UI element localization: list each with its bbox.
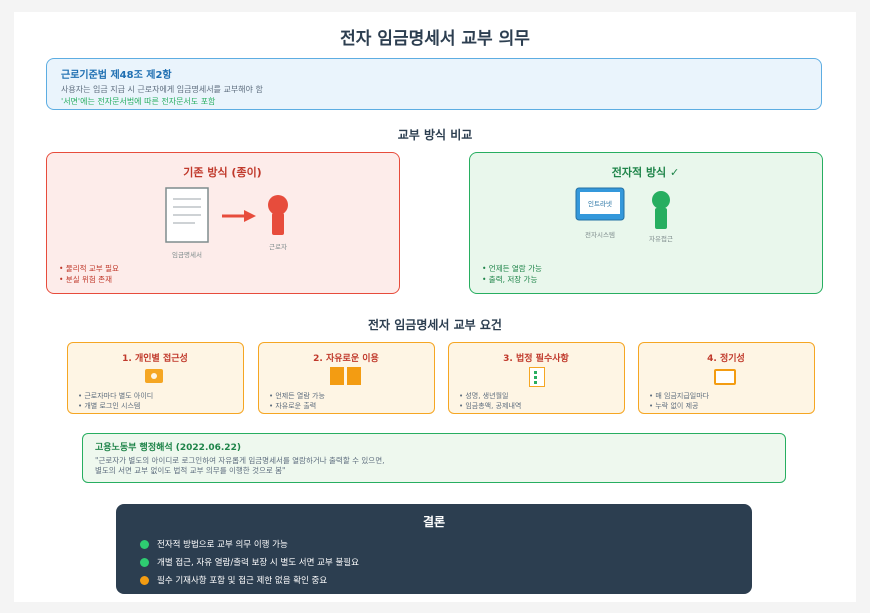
free-access-person-icon bbox=[650, 191, 672, 229]
monitor-icon bbox=[575, 187, 625, 221]
requirement-1-bullet-1: • 근로자마다 별도 아이디 bbox=[78, 392, 154, 400]
requirement-3-bullet-2: • 임금총액, 공제내역 bbox=[459, 402, 522, 410]
requirement-4-bullet-1: • 매 임금지급일마다 bbox=[649, 392, 710, 400]
requirement-card-4: 4. 정기성 • 매 임금지급일마다 • 누락 없이 제공 bbox=[638, 342, 815, 414]
requirement-card-2: 2. 자유로운 이용 • 언제든 열람 가능 • 자유로운 출력 bbox=[258, 342, 435, 414]
free-access-label: 자유접근 bbox=[649, 235, 673, 243]
arrow-right-icon bbox=[222, 208, 256, 222]
paper-document-icon bbox=[165, 187, 209, 243]
doc-label: 임금명세서 bbox=[172, 251, 202, 259]
old-method-title: 기존 방식 (종이) bbox=[183, 166, 262, 179]
conclusion-item-1: 전자적 방법으로 교부 의무 이행 가능 bbox=[140, 538, 288, 550]
conclusion-box: 결론 전자적 방법으로 교부 의무 이행 가능 개별 접근, 자유 열람/출력 … bbox=[116, 504, 752, 594]
requirement-bullets-1: • 근로자마다 별도 아이디 • 개별 로그인 시스템 bbox=[78, 391, 153, 411]
law-line-2: '서면'에는 전자문서법에 따른 전자문서도 포함 bbox=[61, 97, 216, 106]
old-bullet-1: • 물리적 교부 필요 bbox=[59, 264, 119, 273]
requirement-title-4: 4. 정기성 bbox=[707, 354, 745, 364]
requirement-bullets-3: • 성명, 생년월일 • 임금총액, 공제내역 bbox=[459, 391, 521, 411]
requirements-section-title: 전자 임금명세서 교부 요건 bbox=[368, 318, 502, 332]
requirement-2-bullet-2: • 자유로운 출력 bbox=[269, 402, 317, 410]
system-label: 전자시스템 bbox=[585, 231, 615, 239]
requirement-title-3: 3. 법정 필수사항 bbox=[503, 354, 569, 364]
interpretation-line-2: 별도의 서면 교부 없이도 법적 교부 의무를 이행한 것으로 봄" bbox=[95, 466, 286, 475]
conclusion-title: 결론 bbox=[422, 515, 446, 529]
calendar-icon bbox=[714, 369, 736, 385]
requirement-1-bullet-2: • 개별 로그인 시스템 bbox=[78, 402, 141, 410]
check-icon bbox=[140, 557, 149, 567]
page-title: 전자 임금명세서 교부 의무 bbox=[340, 29, 530, 49]
new-method-bullets: • 언제든 열람 가능 • 출력, 저장 가능 bbox=[482, 263, 542, 285]
new-method-title: 전자적 방식 ✓ bbox=[611, 166, 680, 179]
conclusion-item-2: 개별 접근, 자유 열람/출력 보장 시 별도 서면 교부 불필요 bbox=[140, 556, 359, 568]
conclusion-item-2-text: 개별 접근, 자유 열람/출력 보장 시 별도 서면 교부 불필요 bbox=[157, 558, 359, 568]
requirement-card-3: 3. 법정 필수사항 • 성명, 생년월일 • 임금총액, 공제내역 bbox=[448, 342, 625, 414]
open-book-icon bbox=[330, 367, 362, 385]
old-method-bullets: • 물리적 교부 필요 • 분실 위험 존재 bbox=[59, 263, 119, 285]
screen-text: 인트라넷 bbox=[588, 200, 612, 208]
warning-icon bbox=[140, 575, 149, 585]
law-line-1: 사용자는 임금 지급 시 근로자에게 임금명세서를 교부해야 함 bbox=[61, 85, 263, 94]
new-bullet-1: • 언제든 열람 가능 bbox=[482, 264, 542, 273]
interpretation-title: 고용노동부 행정해석 (2022.06.22) bbox=[95, 443, 241, 453]
comparison-section-title: 교부 방식 비교 bbox=[397, 128, 473, 142]
worker-person-icon bbox=[266, 195, 290, 235]
requirement-title-1: 1. 개인별 접근성 bbox=[122, 354, 188, 364]
old-method-box: 기존 방식 (종이) 임금명세서 근로자 bbox=[46, 152, 400, 294]
new-bullet-2: • 출력, 저장 가능 bbox=[482, 275, 538, 284]
law-box: 근로기준법 제48조 제2항 사용자는 임금 지급 시 근로자에게 임금명세서를… bbox=[46, 58, 822, 110]
requirement-title-2: 2. 자유로운 이용 bbox=[313, 354, 379, 364]
ministry-interpretation-box: 고용노동부 행정해석 (2022.06.22) "근로자가 별도의 아이디로 로… bbox=[82, 433, 786, 483]
conclusion-item-3: 필수 기재사항 포함 및 접근 제한 없음 확인 중요 bbox=[140, 574, 327, 586]
interpretation-line-1: "근로자가 별도의 아이디로 로그인하여 자유롭게 임금명세서를 열람하거나 출… bbox=[95, 456, 385, 465]
worker-label: 근로자 bbox=[269, 243, 287, 251]
requirement-bullets-2: • 언제든 열람 가능 • 자유로운 출력 bbox=[269, 391, 325, 411]
requirement-4-bullet-2: • 누락 없이 제공 bbox=[649, 402, 699, 410]
old-bullet-2: • 분실 위험 존재 bbox=[59, 275, 112, 284]
requirement-card-1: 1. 개인별 접근성 • 근로자마다 별도 아이디 • 개별 로그인 시스템 bbox=[67, 342, 244, 414]
user-id-icon bbox=[145, 369, 163, 383]
check-icon bbox=[140, 539, 149, 549]
conclusion-item-3-text: 필수 기재사항 포함 및 접근 제한 없음 확인 중요 bbox=[157, 576, 328, 586]
new-method-box: 전자적 방식 ✓ 인트라넷 전자시스템 자유접근 • 언제든 열람 가능 • 출… bbox=[469, 152, 823, 294]
conclusion-item-1-text: 전자적 방법으로 교부 의무 이행 가능 bbox=[157, 540, 288, 550]
requirement-bullets-4: • 매 임금지급일마다 • 누락 없이 제공 bbox=[649, 391, 709, 411]
law-title: 근로기준법 제48조 제2항 bbox=[61, 70, 172, 81]
infographic-page: 전자 임금명세서 교부 의무 근로기준법 제48조 제2항 사용자는 임금 지급… bbox=[14, 12, 856, 602]
checklist-icon bbox=[529, 367, 545, 387]
requirement-2-bullet-1: • 언제든 열람 가능 bbox=[269, 392, 325, 400]
requirement-3-bullet-1: • 성명, 생년월일 bbox=[459, 392, 509, 400]
